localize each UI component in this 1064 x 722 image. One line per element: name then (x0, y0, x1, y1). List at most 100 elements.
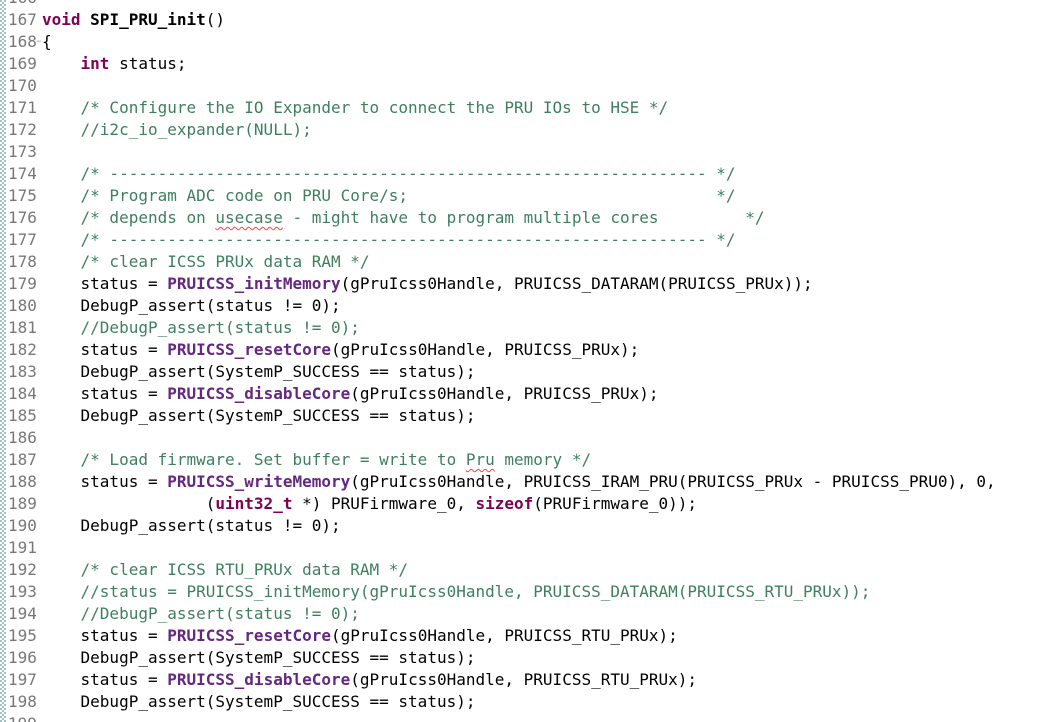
code-line[interactable]: 188 status = PRUICSS_writeMemory(gPruIcs… (8, 471, 1064, 493)
code-text[interactable]: status = PRUICSS_initMemory(gPruIcss0Han… (42, 273, 813, 295)
code-token: PRUICSS_resetCore (167, 340, 331, 359)
code-text[interactable]: /* Load firmware. Set buffer = write to … (42, 449, 592, 471)
code-line[interactable]: 175 /* Program ADC code on PRU Core/s; *… (8, 185, 1064, 207)
code-token: *) PRUFirmware_0, (292, 494, 476, 513)
code-text[interactable]: { (42, 31, 52, 53)
code-line[interactable]: 172 //i2c_io_expander(NULL); (8, 119, 1064, 141)
code-token: (gPruIcss0Handle, PRUICSS_IRAM_PRU(PRUIC… (350, 472, 996, 491)
code-text[interactable]: void SPI_PRU_init() (42, 9, 225, 31)
code-token: Pru (465, 450, 495, 469)
code-text[interactable]: /* Program ADC code on PRU Core/s; */ (42, 185, 736, 207)
code-token (42, 186, 81, 205)
code-token: /* Load firmware. Set buffer = write to (80, 450, 466, 469)
line-number: 181 (8, 318, 37, 337)
code-line[interactable]: 194 //DebugP_assert(status != 0); (8, 603, 1064, 625)
code-text[interactable]: //DebugP_assert(status != 0); (42, 317, 360, 339)
code-line[interactable]: 184 status = PRUICSS_disableCore(gPruIcs… (8, 383, 1064, 405)
code-text[interactable]: status = PRUICSS_resetCore(gPruIcss0Hand… (42, 339, 640, 361)
code-token: { (42, 32, 52, 51)
line-number: 197 (8, 670, 37, 689)
code-line[interactable]: 192 /* clear ICSS RTU_PRUx data RAM */ (8, 559, 1064, 581)
code-line[interactable]: 183 DebugP_assert(SystemP_SUCCESS == sta… (8, 361, 1064, 383)
code-line[interactable]: 181 //DebugP_assert(status != 0); (8, 317, 1064, 339)
line-number: 199 (8, 713, 42, 722)
code-line[interactable]: 168−{ (8, 31, 1064, 53)
code-lines[interactable]: 166167void SPI_PRU_init()168−{169 int st… (8, 0, 1064, 722)
line-number: 169 (8, 54, 37, 73)
code-line[interactable]: 196 DebugP_assert(SystemP_SUCCESS == sta… (8, 647, 1064, 669)
code-text[interactable]: /* Configure the IO Expander to connect … (42, 97, 669, 119)
code-token: PRUICSS_initMemory (167, 274, 341, 293)
code-line[interactable]: 190 DebugP_assert(status != 0); (8, 515, 1064, 537)
code-text[interactable]: status = PRUICSS_disableCore(gPruIcss0Ha… (42, 383, 659, 405)
code-line[interactable]: 177 /* ---------------------------------… (8, 229, 1064, 251)
code-line[interactable]: 173 (8, 141, 1064, 163)
code-line[interactable]: 180 DebugP_assert(status != 0); (8, 295, 1064, 317)
line-number: 166 (8, 0, 42, 9)
code-token: PRUICSS_writeMemory (167, 472, 351, 491)
code-line[interactable]: 185 DebugP_assert(SystemP_SUCCESS == sta… (8, 405, 1064, 427)
code-line[interactable]: 178 /* clear ICSS PRUx data RAM */ (8, 251, 1064, 273)
code-line[interactable]: 176 /* depends on usecase - might have t… (8, 207, 1064, 229)
code-text[interactable]: //DebugP_assert(status != 0); (42, 603, 360, 625)
code-text[interactable]: status = PRUICSS_writeMemory(gPruIcss0Ha… (42, 471, 996, 493)
code-token: usecase (215, 208, 283, 227)
code-line[interactable]: 191 (8, 537, 1064, 559)
code-text[interactable]: DebugP_assert(SystemP_SUCCESS == status)… (42, 361, 476, 383)
line-number: 190 (8, 516, 37, 535)
code-text[interactable]: //status = PRUICSS_initMemory(gPruIcss0H… (42, 581, 871, 603)
code-line[interactable]: 171 /* Configure the IO Expander to conn… (8, 97, 1064, 119)
code-line[interactable]: 174 /* ---------------------------------… (8, 163, 1064, 185)
code-line[interactable]: 187 /* Load firmware. Set buffer = write… (8, 449, 1064, 471)
code-line[interactable]: 195 status = PRUICSS_resetCore(gPruIcss0… (8, 625, 1064, 647)
code-token (42, 582, 81, 601)
code-line[interactable]: 186 (8, 427, 1064, 449)
code-text[interactable]: DebugP_assert(SystemP_SUCCESS == status)… (42, 405, 476, 427)
code-line[interactable]: 198 DebugP_assert(SystemP_SUCCESS == sta… (8, 691, 1064, 713)
code-token: /* Program ADC code on PRU Core/s; */ (80, 186, 736, 205)
code-line[interactable]: 197 status = PRUICSS_disableCore(gPruIcs… (8, 669, 1064, 691)
line-number: 185 (8, 406, 37, 425)
code-text[interactable]: int status; (42, 53, 187, 75)
code-line[interactable]: 199 (8, 713, 1064, 722)
line-number: 194 (8, 604, 37, 623)
code-text[interactable]: status = PRUICSS_disableCore(gPruIcss0Ha… (42, 669, 698, 691)
code-line[interactable]: 179 status = PRUICSS_initMemory(gPruIcss… (8, 273, 1064, 295)
code-token: /* clear ICSS RTU_PRUx data RAM */ (80, 560, 409, 579)
code-token (42, 230, 81, 249)
code-text[interactable]: /* -------------------------------------… (42, 163, 736, 185)
code-text[interactable]: DebugP_assert(SystemP_SUCCESS == status)… (42, 691, 476, 713)
code-line[interactable]: 189 (uint32_t *) PRUFirmware_0, sizeof(P… (8, 493, 1064, 515)
code-text[interactable]: /* clear ICSS RTU_PRUx data RAM */ (42, 559, 409, 581)
line-number: 183 (8, 362, 37, 381)
code-token: //DebugP_assert(status != 0); (80, 604, 360, 623)
code-text[interactable]: /* depends on usecase - might have to pr… (42, 207, 765, 229)
code-line[interactable]: 169 int status; (8, 53, 1064, 75)
line-number: 175 (8, 186, 37, 205)
line-number: 168 (8, 32, 37, 51)
code-text[interactable]: DebugP_assert(status != 0); (42, 295, 341, 317)
code-line[interactable]: 170 (8, 75, 1064, 97)
code-line[interactable]: 193 //status = PRUICSS_initMemory(gPruIc… (8, 581, 1064, 603)
code-text[interactable]: /* clear ICSS PRUx data RAM */ (42, 251, 370, 273)
code-token (42, 54, 81, 73)
code-line[interactable]: 182 status = PRUICSS_resetCore(gPruIcss0… (8, 339, 1064, 361)
code-text[interactable]: DebugP_assert(SystemP_SUCCESS == status)… (42, 647, 476, 669)
code-line[interactable]: 167 void SPI_PRU_init() (8, 9, 1064, 31)
line-number: 196 (8, 648, 37, 667)
code-line[interactable]: 166 (8, 0, 1064, 9)
line-number: 178 (8, 252, 37, 271)
code-text[interactable]: /* -------------------------------------… (42, 229, 736, 251)
line-number: 195 (8, 626, 37, 645)
code-text[interactable]: (uint32_t *) PRUFirmware_0, sizeof(PRUFi… (42, 493, 697, 515)
code-token (42, 450, 81, 469)
code-token: sizeof (475, 494, 534, 513)
code-text[interactable]: status = PRUICSS_resetCore(gPruIcss0Hand… (42, 625, 678, 647)
code-token: status = (42, 384, 168, 403)
code-text[interactable]: //i2c_io_expander(NULL); (42, 119, 312, 141)
fold-marker-icon[interactable]: − (36, 37, 42, 47)
line-number: 186 (8, 428, 37, 447)
line-number: 167 (8, 10, 37, 29)
code-text[interactable]: DebugP_assert(status != 0); (42, 515, 341, 537)
